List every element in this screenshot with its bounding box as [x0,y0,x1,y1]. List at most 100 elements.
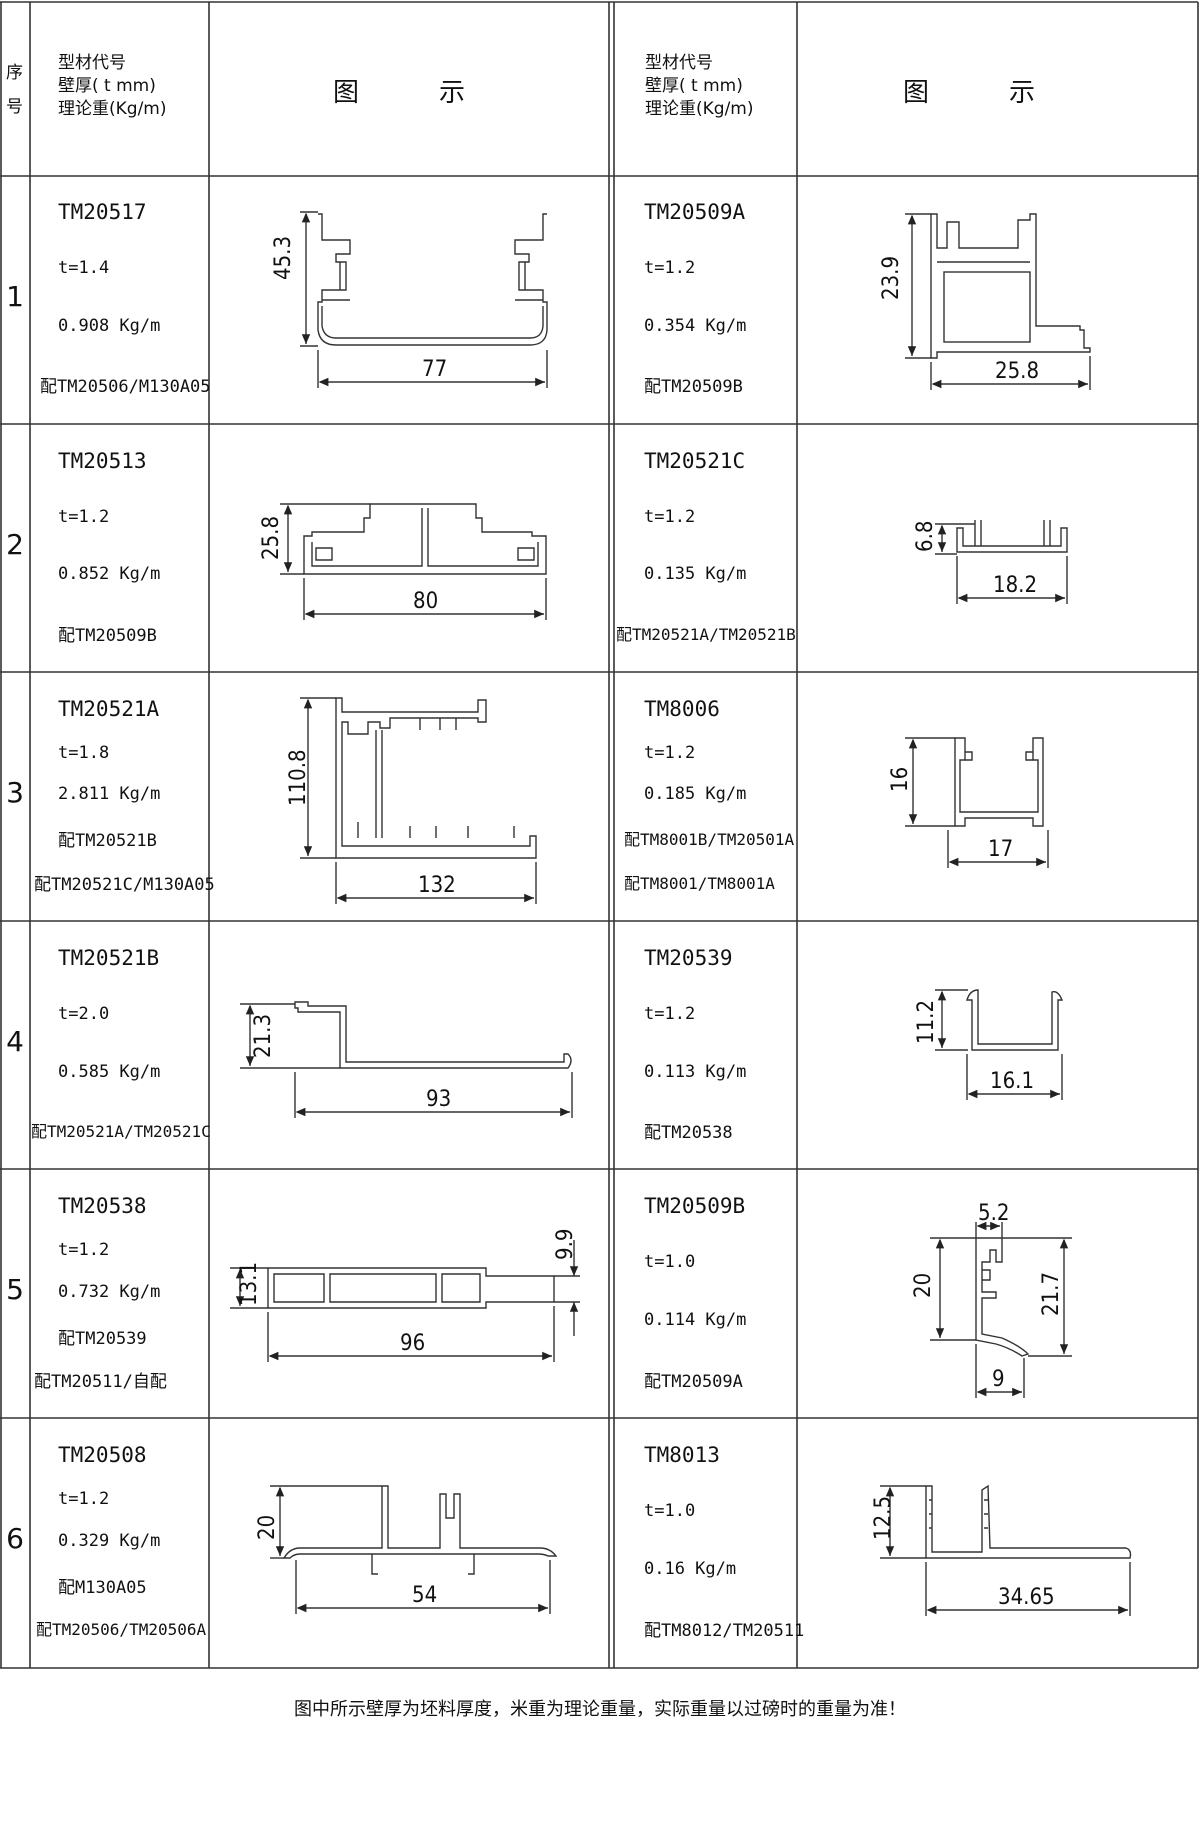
matching-profiles: 配TM20539 [58,1329,147,1349]
matching-profiles: 配TM8001/TM8001A [624,874,775,893]
profile-code: TM20539 [644,946,733,970]
matching-profiles: 配TM8001B/TM20501A [624,830,795,849]
dim-height-right: 21.7 [1039,1272,1064,1316]
wall-thickness: t=1.2 [644,743,696,763]
matching-profiles: 配TM8012/TM20511 [644,1621,805,1641]
wall-thickness: t=1.2 [644,1004,696,1024]
unit-weight: 0.329 Kg/m [58,1531,161,1551]
profile-code: TM8013 [644,1443,720,1467]
unit-weight: 0.908 Kg/m [58,316,161,336]
row-index: 3 [6,776,24,809]
dim-width: 17 [988,837,1013,862]
row-index: 5 [6,1273,24,1306]
profile-code: TM8006 [644,697,720,721]
profile-code: TM20509B [644,1194,746,1218]
dim-height: 12.5 [871,1496,896,1540]
header-code-label: 型材代号 [645,53,713,73]
wall-thickness: t=1.0 [644,1252,696,1272]
profile-code: TM20509A [644,200,746,224]
dim-width: 54 [412,1583,437,1608]
dim-width: 93 [426,1087,451,1112]
dim-width: 77 [422,357,447,382]
unit-weight: 0.852 Kg/m [58,564,161,584]
dim-height: 11.2 [914,1000,939,1044]
wall-thickness: t=1.0 [644,1501,696,1521]
unit-weight: 0.114 Kg/m [644,1310,747,1330]
profile-code: TM20521B [58,946,160,970]
matching-profiles: 配M130A05 [58,1578,147,1598]
dim-height: 13.1 [237,1262,262,1306]
profile-code: TM20513 [58,449,147,473]
header-figure-char-1: 图 [333,78,360,108]
dim-width: 25.8 [995,359,1039,384]
profile-code: TM20517 [58,200,147,224]
dim-height: 6.8 [913,521,938,552]
matching-profiles: 配TM20509B [58,626,157,646]
dim-width: 132 [418,873,456,898]
header-weight-label: 理论重(Kg/m) [58,99,167,119]
unit-weight: 2.811 Kg/m [58,784,161,804]
profile-drawing-tm20509a [905,213,1091,390]
wall-thickness: t=1.2 [644,507,696,527]
dim-height: 45.3 [271,236,296,280]
dim-top: 5.2 [978,1201,1009,1226]
wall-thickness: t=1.2 [58,1489,110,1509]
header-index-line-1: 序 [6,63,23,83]
dim-width: 96 [400,1331,425,1356]
profile-drawing-tm20517 [300,211,548,388]
wall-thickness: t=1.4 [58,258,110,278]
dim-height: 110.8 [286,749,311,806]
header-index-line-2: 号 [6,97,23,117]
header-code-label: 型材代号 [58,53,126,73]
unit-weight: 0.185 Kg/m [644,784,747,804]
profile-drawing-tm8006 [905,737,1049,868]
header-index: 序 号 [6,56,28,124]
header-weight-label: 理论重(Kg/m) [645,99,754,119]
unit-weight: 0.135 Kg/m [644,564,747,584]
wall-thickness: t=1.8 [58,743,110,763]
wall-thickness: t=2.0 [58,1004,110,1024]
unit-weight: 0.113 Kg/m [644,1062,747,1082]
wall-thickness: t=1.2 [644,258,696,278]
profile-drawing-tm20539 [935,989,1064,1100]
header-figure-char-2: 示 [1009,78,1036,108]
dim-height: 23.9 [879,256,904,300]
dim-width: 18.2 [993,573,1037,598]
profile-drawing-tm20508 [270,1485,558,1614]
dim-height: 20 [255,1515,280,1540]
matching-profiles: 配TM20506/TM20506A [36,1620,207,1639]
row-index: 4 [6,1025,24,1058]
unit-weight: 0.732 Kg/m [58,1282,161,1302]
matching-profiles: 配TM20521A/TM20521C [31,1122,211,1141]
profile-drawing-tm20521b [240,1001,573,1118]
matching-profiles: 配TM20538 [644,1123,733,1143]
profile-drawing-tm20521a [300,697,537,904]
unit-weight: 0.354 Kg/m [644,316,747,336]
profile-drawing-tm20521c [935,520,1068,604]
dim-width: 80 [413,589,438,614]
row-index: 6 [6,1522,24,1555]
matching-profiles: 配TM20509A [644,1372,743,1392]
dim-step: 9.9 [553,1229,578,1260]
header-figure-char-1: 图 [903,78,930,108]
profile-code: TM20538 [58,1194,147,1218]
profile-drawing-tm20509b [930,1221,1072,1398]
header-info-left: 型材代号 壁厚( t mm) 理论重(Kg/m) [58,52,167,121]
dim-height: 25.8 [259,516,284,560]
header-figure-left: 图示 [333,72,465,109]
matching-profiles: 配TM20521C/M130A05 [34,875,215,895]
footer-note: 图中所示壁厚为坯料厚度，米重为理论重量，实际重量以过磅时的重量为准！ [294,1699,906,1720]
profile-drawing-tm8013 [880,1484,1132,1616]
row-index: 2 [6,528,24,561]
dim-width: 9 [992,1367,1005,1392]
profile-code: TM20521A [58,697,160,721]
matching-profiles: 配TM20506/M130A05 [40,377,211,397]
matching-profiles: 配TM20509B [644,377,743,397]
wall-thickness: t=1.2 [58,507,110,527]
profile-drawing-tm20513 [280,503,547,620]
matching-profiles: 配TM20521B [58,831,157,851]
header-thickness-label: 壁厚( t mm) [645,76,743,96]
